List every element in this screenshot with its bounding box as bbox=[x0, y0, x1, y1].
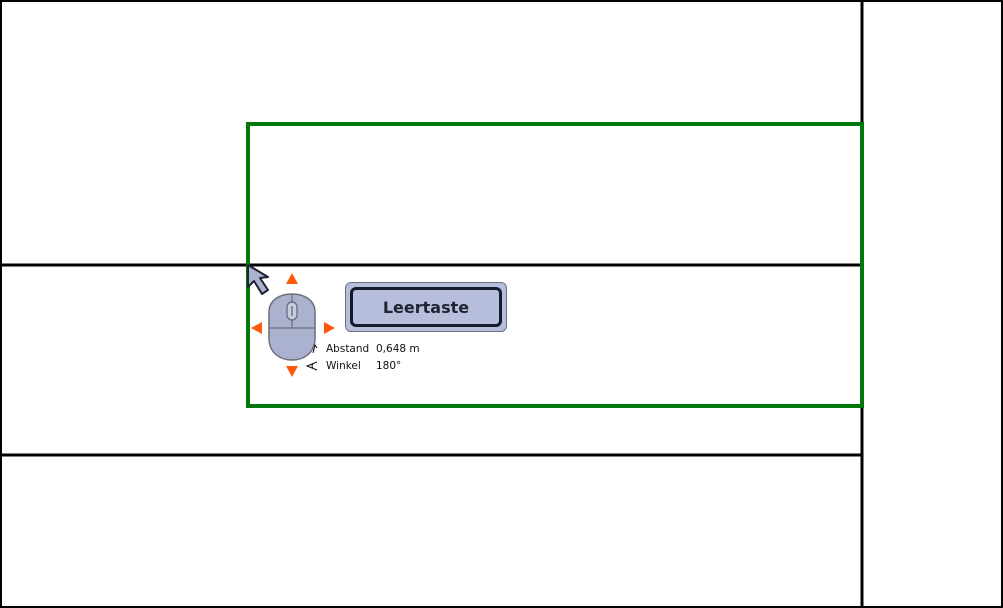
direction-arrows-icon bbox=[251, 273, 335, 377]
interaction-hint: Leertaste Abstand 0,648 m Winkel 180° bbox=[245, 262, 515, 382]
distance-row: Abstand 0,648 m bbox=[305, 341, 465, 358]
angle-icon bbox=[305, 361, 318, 371]
distance-label: Abstand bbox=[326, 343, 370, 355]
angle-row: Winkel 180° bbox=[305, 358, 465, 375]
angle-value: 180° bbox=[376, 360, 402, 372]
distance-value: 0,648 m bbox=[376, 343, 420, 355]
mouse-icon bbox=[251, 273, 335, 377]
angle-label: Winkel bbox=[326, 360, 361, 372]
space-key-label: Leertaste bbox=[350, 287, 502, 327]
measurement-readout: Abstand 0,648 m Winkel 180° bbox=[305, 341, 465, 375]
space-key-hint: Leertaste bbox=[345, 282, 507, 332]
arrow-cursor-icon bbox=[247, 264, 269, 295]
distance-icon bbox=[312, 343, 318, 354]
